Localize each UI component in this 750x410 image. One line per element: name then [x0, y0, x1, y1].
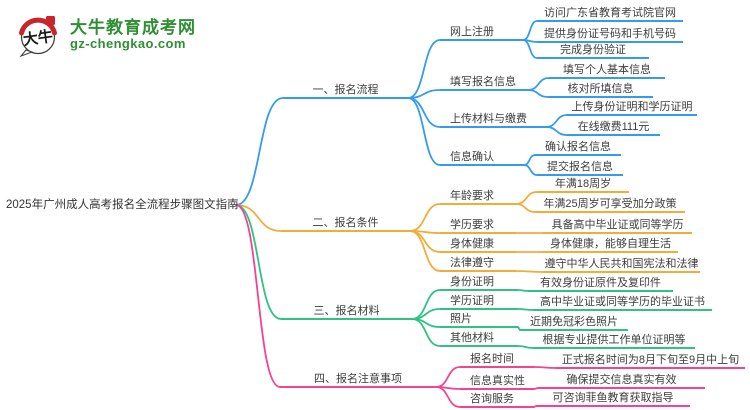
leaf-age-18[interactable]: 年满18周岁: [537, 177, 629, 193]
branch-registration-notes[interactable]: 四、报名注意事项: [280, 372, 436, 388]
node-registration-time[interactable]: 报名时间: [460, 352, 534, 368]
logo-domain: gz-chengkao.com: [70, 36, 186, 52]
leaf-obey-constitution-laws[interactable]: 遵守中华人民共和国宪法和法律: [543, 257, 700, 273]
leaf-verify-filled-info[interactable]: 核对所填信息: [548, 82, 653, 98]
leaf-submit-registration-info[interactable]: 提交报名信息: [537, 160, 623, 176]
node-other-materials[interactable]: 其他材料: [440, 331, 518, 347]
leaf-pay-online-111[interactable]: 在线缴费111元: [567, 120, 660, 136]
leaf-work-unit-certificate[interactable]: 根据专业提供工作单位证明等: [533, 333, 695, 349]
leaf-official-registration-period[interactable]: 正式报名时间为8月下旬至9月中上旬: [556, 353, 745, 369]
leaf-id-original-and-copy[interactable]: 有效身份证原件及复印件: [528, 276, 673, 292]
leaf-recent-color-photo[interactable]: 近期免冠彩色照片: [520, 315, 628, 331]
site-logo: 大牛 大牛教育成考网 gz-chengkao.com: [16, 12, 196, 58]
branch-registration-materials[interactable]: 三、报名材料: [281, 304, 412, 320]
node-consulting-service[interactable]: 咨询服务: [460, 392, 534, 408]
leaf-visit-official-website[interactable]: 访问广东省教育考试院官网: [537, 6, 683, 22]
logo-text-block: 大牛教育成考网 gz-chengkao.com: [70, 18, 196, 52]
leaf-upload-id-education-proof[interactable]: 上传身份证明和学历证明: [567, 100, 697, 116]
leaf-ensure-true-info[interactable]: 确保提交信息真实有效: [538, 373, 705, 389]
node-upload-and-pay[interactable]: 上传材料与缴费: [440, 112, 546, 128]
leaf-confirm-registration-info[interactable]: 确认报名信息: [535, 140, 621, 156]
leaf-provide-id-and-phone[interactable]: 提供身份证号码和手机号码: [537, 27, 683, 43]
leaf-highschool-or-equivalent[interactable]: 具备高中毕业证或同等学历: [543, 218, 692, 234]
node-fill-registration-info[interactable]: 填写报名信息: [440, 75, 528, 91]
logo-brand-name: 大牛教育成考网: [70, 17, 196, 37]
node-photo[interactable]: 照片: [440, 312, 518, 328]
node-age-requirement[interactable]: 年龄要求: [440, 189, 516, 205]
leaf-consult-feiyu-education[interactable]: 可咨询菲鱼教育获取指导: [536, 391, 690, 407]
node-education-requirement[interactable]: 学历要求: [440, 218, 516, 234]
branch-registration-process[interactable]: 一、报名流程: [283, 83, 408, 99]
central-topic[interactable]: 2025年广州成人高考报名全流程步骤图文指南: [6, 199, 239, 211]
logo-mark-text: 大牛: [22, 27, 54, 49]
leaf-diploma-certificate[interactable]: 高中毕业证或同等学历的毕业证书: [533, 295, 712, 311]
node-online-registration[interactable]: 网上注册: [440, 25, 523, 41]
leaf-complete-identity-verification[interactable]: 完成身份验证: [537, 43, 649, 59]
leaf-fill-basic-info[interactable]: 填写个人基本信息: [549, 63, 665, 79]
node-law-compliance[interactable]: 法律遵守: [440, 256, 516, 272]
node-identity-proof[interactable]: 身份证明: [440, 275, 518, 291]
node-education-proof[interactable]: 学历证明: [440, 294, 518, 310]
leaf-age-25-bonus-policy[interactable]: 年满25周岁可享受加分政策: [535, 197, 685, 213]
branch-registration-conditions[interactable]: 二、报名条件: [281, 216, 410, 232]
node-health-requirement[interactable]: 身体健康: [440, 237, 516, 253]
node-info-authenticity[interactable]: 信息真实性: [460, 374, 534, 390]
node-info-confirmation[interactable]: 信息确认: [440, 150, 524, 166]
logo-bubble-icon: 大牛: [19, 16, 57, 58]
leaf-healthy-self-care[interactable]: 身体健康，能够自理生活: [543, 237, 678, 253]
